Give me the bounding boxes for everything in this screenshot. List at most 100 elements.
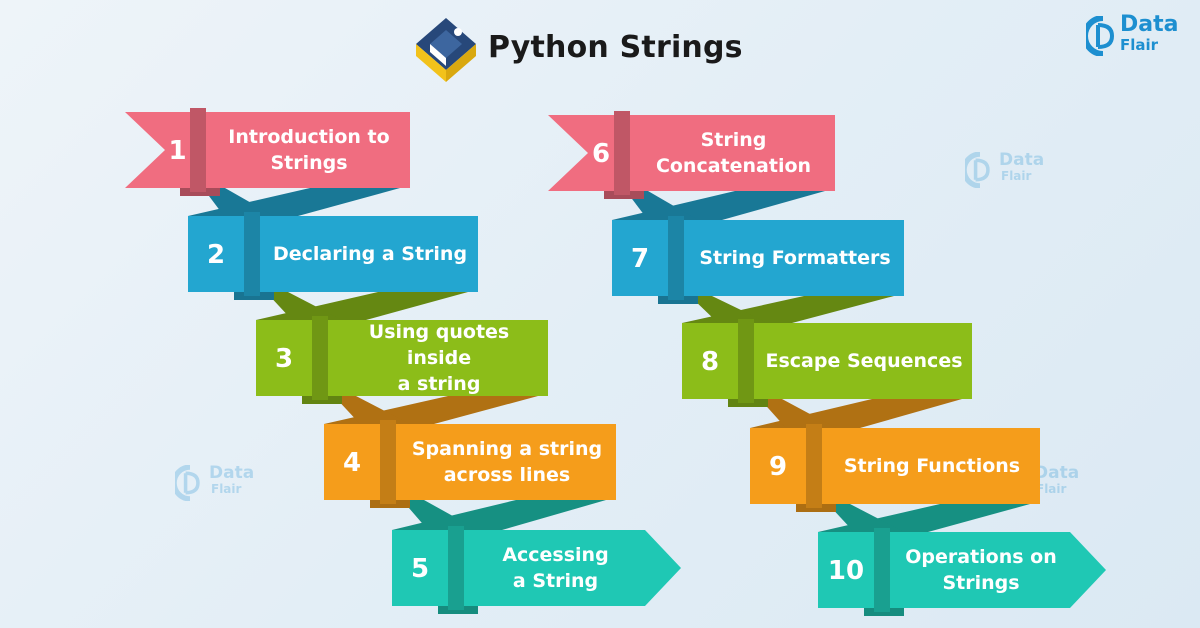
topic-label: Spanning a string across lines xyxy=(402,424,612,500)
ribbon-divider xyxy=(380,420,396,504)
topic-label-text: String Formatters xyxy=(699,245,890,271)
watermark-line2: Flair xyxy=(211,482,242,496)
topic-label-line: a string xyxy=(397,373,481,395)
watermark-line1: Data xyxy=(1034,463,1080,483)
ribbon-fold xyxy=(402,500,478,530)
topic-number: 2 xyxy=(207,240,225,270)
topic-label-text: String Functions xyxy=(844,453,1020,479)
topic-label: Accessing a String xyxy=(470,530,641,606)
topic-label-text: Declaring a String xyxy=(273,241,467,267)
ribbon-fold xyxy=(690,296,768,323)
topic-label-line: Escape Sequences xyxy=(765,350,963,372)
topic-number: 8 xyxy=(701,347,719,377)
ribbon-divider xyxy=(190,108,206,192)
page-title: Python Strings xyxy=(488,30,743,65)
number-segment xyxy=(682,323,746,399)
label-segment xyxy=(822,428,1040,504)
ribbon-divider xyxy=(874,528,890,612)
topic-label-line: Declaring a String xyxy=(272,243,468,265)
watermark-line2: Flair xyxy=(1001,169,1032,183)
number-segment xyxy=(612,220,676,296)
topic-label-line: Operations on xyxy=(905,546,1057,568)
number-segment xyxy=(818,532,882,608)
brand-name-line2: Flair xyxy=(1120,36,1159,54)
ribbon-fold xyxy=(266,292,342,320)
label-segment xyxy=(754,323,972,399)
topic-label-text: Introduction to Strings xyxy=(228,124,389,176)
topic-number: 3 xyxy=(275,344,293,374)
ribbon-fold xyxy=(760,399,836,428)
topic-label-line: Strings xyxy=(270,152,348,174)
watermark: Data Flair xyxy=(965,150,1085,194)
number-segment xyxy=(256,320,320,396)
topic-label: Operations on Strings xyxy=(896,532,1066,608)
topic-label: String Formatters xyxy=(690,220,900,296)
topic-number: 6 xyxy=(592,139,610,169)
topic-label-line: String Formatters xyxy=(699,247,891,269)
header: Python Strings xyxy=(410,10,743,85)
topic-label-text: Spanning a string across lines xyxy=(412,436,602,488)
number-segment xyxy=(125,112,198,188)
topic-label-line: Accessing xyxy=(502,544,609,566)
number-segment xyxy=(188,216,252,292)
ribbon-fold xyxy=(828,504,904,532)
dataflair-logo-icon xyxy=(1086,16,1115,56)
label-segment xyxy=(260,216,478,292)
label-segment xyxy=(890,532,1106,608)
watermark: Data Flair xyxy=(175,463,295,507)
topic-label: String Functions xyxy=(828,428,1036,504)
topic-label-line: String Functions xyxy=(843,455,1021,477)
topic-label: Escape Sequences xyxy=(760,323,968,399)
ribbon-divider xyxy=(806,424,822,508)
topic-number: 7 xyxy=(631,244,649,274)
watermark-logo-icon xyxy=(965,152,990,188)
topic-number: 1 xyxy=(168,136,186,166)
topic-label-line: Concatenation xyxy=(655,155,812,177)
label-segment xyxy=(396,424,616,500)
label-segment xyxy=(684,220,904,296)
topic-number: 4 xyxy=(343,448,361,478)
topic-label-line: Spanning a string xyxy=(411,438,603,460)
topic-label-line: Using quotes inside xyxy=(368,321,510,369)
label-segment xyxy=(328,320,548,396)
label-segment xyxy=(630,115,835,191)
ribbon-divider xyxy=(244,212,260,296)
watermark-line1: Data xyxy=(209,463,255,483)
ribbon-fold xyxy=(203,188,274,216)
topic-label-line: across lines xyxy=(443,464,571,486)
topic-label: Introduction to Strings xyxy=(212,112,406,188)
ribbon-divider xyxy=(738,319,754,403)
topic-label-text: Accessing a String xyxy=(502,542,608,594)
ribbon-divider xyxy=(668,216,684,300)
topic-label-text: Escape Sequences xyxy=(765,348,962,374)
topic-label-line: String xyxy=(700,129,767,151)
topic-label-text: Using quotes inside a string xyxy=(334,319,544,397)
brand-logo[interactable]: Data Flair xyxy=(1086,12,1186,60)
label-segment xyxy=(464,530,681,606)
topic-label: Using quotes inside a string xyxy=(334,320,544,396)
topic-label-line: a String xyxy=(512,570,599,592)
watermark-line1: Data xyxy=(999,150,1045,170)
number-segment xyxy=(548,115,622,191)
ribbon-divider xyxy=(312,316,328,400)
label-segment xyxy=(206,112,410,188)
ribbon-fold xyxy=(334,396,410,424)
ribbon-divider xyxy=(448,526,464,610)
topic-label-line: Strings xyxy=(942,572,1020,594)
topic-label-text: Operations on Strings xyxy=(905,544,1057,596)
watermark-line2: Flair xyxy=(1036,482,1067,496)
topic-label: Declaring a String xyxy=(266,216,474,292)
number-segment xyxy=(392,530,456,606)
topic-label-line: Introduction to xyxy=(228,126,390,148)
topic-number: 10 xyxy=(828,556,864,586)
number-segment xyxy=(324,424,388,500)
ribbon-divider xyxy=(614,111,630,195)
number-segment xyxy=(750,428,814,504)
watermark-logo-icon xyxy=(175,465,200,501)
topic-number: 5 xyxy=(411,554,429,584)
topic-number: 9 xyxy=(769,452,787,482)
python-strings-logo-icon xyxy=(416,18,476,82)
